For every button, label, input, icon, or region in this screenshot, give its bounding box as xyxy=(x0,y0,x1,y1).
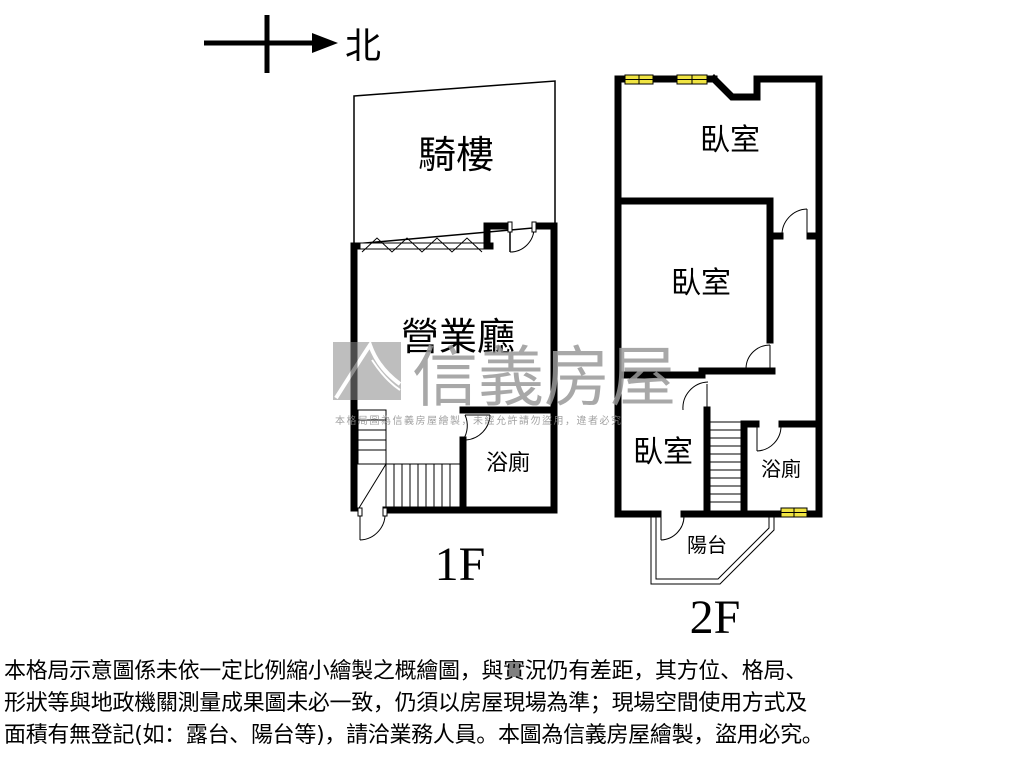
floor-label-2f: 2F xyxy=(690,591,741,640)
floor-1f: 騎樓 營業廳 浴廁 1F xyxy=(350,80,558,591)
disclaimer: 本格局示意圖係未依一定比例縮小繪製之概繪圖，與實況仍有差距，其方位、格局、 形狀… xyxy=(4,656,1024,752)
watermark-notice: 本格局圖為信義房屋繪製，未經允許請勿盜用，違者必究 xyxy=(335,414,623,427)
side-door xyxy=(357,507,388,541)
disclaimer-line: 形狀等與地政機關測量成果圖未必一致，仍須以房屋現場為準；現場空間使用方式及 xyxy=(4,691,807,716)
room-label-arcade: 騎樓 xyxy=(418,133,494,177)
compass-label: 北 xyxy=(345,26,381,66)
room-label-bedroom-middle: 臥室 xyxy=(671,266,731,301)
room-label-bedroom-rear: 臥室 xyxy=(633,435,693,470)
folding-door xyxy=(359,237,485,253)
room-label-bedroom-front: 臥室 xyxy=(700,123,760,158)
watermark: 信義房屋 本格局圖為信義房屋繪製，未經允許請勿盜用，違者必究 xyxy=(333,339,676,427)
bathroom-door-1f xyxy=(462,414,491,441)
entry-door xyxy=(507,221,537,253)
floor-label-1f: 1F xyxy=(435,538,486,591)
brand-logo-icon xyxy=(333,340,402,400)
doors-2f xyxy=(660,208,808,541)
room-label-business-hall: 營業廳 xyxy=(401,315,515,359)
balcony-rail xyxy=(650,516,775,585)
floor-2f: 臥室 臥室 臥室 浴廁 陽台 2F xyxy=(614,74,823,640)
stairs-1f xyxy=(357,409,462,509)
north-arrow-icon xyxy=(204,15,338,73)
disclaimer-line: 本格局示意圖係未依一定比例縮小繪製之概繪圖，與實況仍有差距，其方位、格局、 xyxy=(4,659,807,684)
watermark-brand: 信義房屋 xyxy=(412,339,676,416)
stairs-2f xyxy=(709,421,744,513)
disclaimer-line: 面積有無登記(如：露台、陽台等)，請洽業務人員。本圖為信義房屋繪製，盜用必究。 xyxy=(4,723,824,748)
floor-plan: 北 xyxy=(204,15,823,640)
room-label-bathroom-2f: 浴廁 xyxy=(761,457,801,481)
room-label-balcony: 陽台 xyxy=(687,533,727,557)
compass: 北 xyxy=(204,15,381,73)
window-icon xyxy=(624,74,808,518)
room-label-bathroom-1f: 浴廁 xyxy=(486,451,530,476)
walls-1f xyxy=(350,222,558,514)
